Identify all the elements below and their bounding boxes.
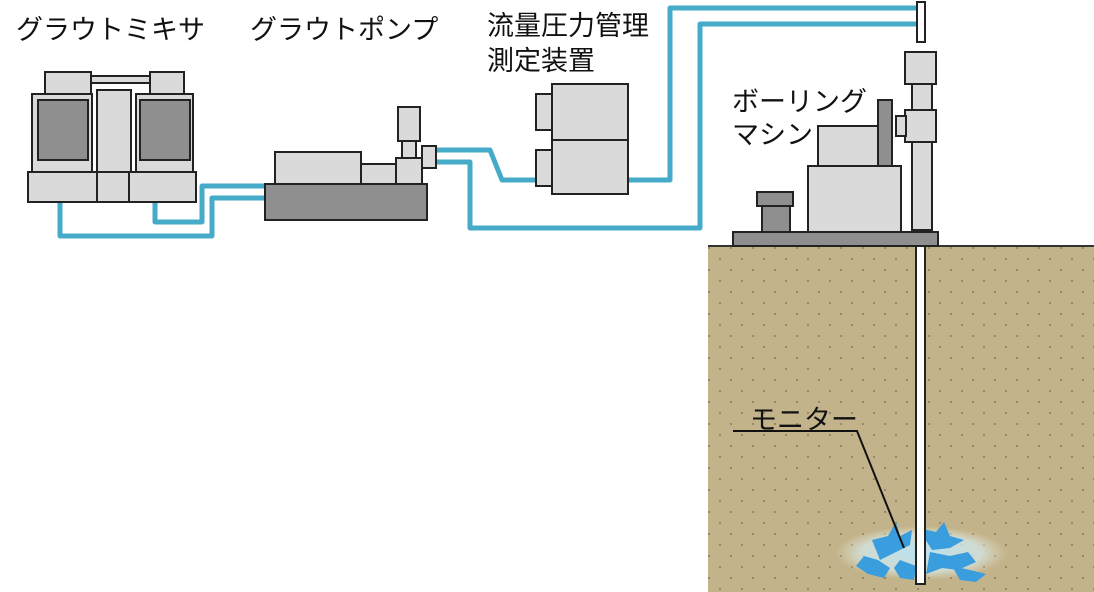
mixer-right-tank [139,99,191,161]
label-flow-pressure-line2: 測定装置 [487,46,595,77]
meter-lower-box [551,139,629,195]
ground [708,245,1094,592]
meter-upper-box [551,83,629,141]
pump-outlet [421,145,437,169]
flow-pressure-meter [535,83,629,195]
mixer-left-cap [44,71,92,95]
mixer-center-column [96,89,132,173]
boring-body [807,165,902,233]
mixer-right-cap [149,71,185,95]
grout-pump [264,106,437,221]
hose-flowmeter-to-boring [628,5,917,183]
pump-base [264,183,428,221]
mixer-left-tank [37,99,89,161]
boring-platform [732,231,939,247]
boring-engine-cap [756,191,794,207]
boring-lower-chuck [904,109,937,143]
mixer-base [27,171,197,203]
pump-coupling [360,163,398,185]
mixer-top-bar [87,75,153,84]
label-grout-pump: グラウトポンプ [250,15,438,46]
boring-machine [732,1,939,585]
hose-mixer-left-to-pump [57,195,265,239]
grout-spread [835,522,1007,582]
meter-upper-knob [535,93,553,131]
boring-rod [915,245,926,585]
label-boring-line1: ボーリング [732,87,867,118]
pump-motor [274,151,362,185]
hose-mixer-right-to-pump [152,183,265,225]
boring-mast [911,79,933,231]
pump-cylinder [397,106,421,142]
hose-pump-to-flowmeter [436,147,545,183]
label-flow-pressure-line1: 流量圧力管理 [487,11,649,42]
label-grout-mixer: グラウトミキサ [16,15,205,46]
pump-head [395,157,423,185]
water-splash-icon [856,522,986,582]
pump-cylinder-neck [401,139,417,159]
label-boring-line2: マシン [732,120,813,151]
monitor-leader-line [733,430,905,549]
boring-arm [877,99,893,167]
equipment-labels: グラウトミキサ グラウトポンプ 流量圧力管理 測定装置 ボーリング マシン [16,11,867,151]
grout-mixer [27,71,197,203]
boring-upper-chuck [904,51,937,85]
boring-rod-top [916,1,926,43]
grout-hoses [57,5,917,239]
hose-pump-to-boring [436,21,917,231]
monitor-annotation: モニター [733,405,905,549]
boring-upper-body [817,125,881,167]
boring-chuck-clamp [895,115,907,137]
meter-lower-knob [535,149,553,187]
boring-engine [761,205,791,233]
